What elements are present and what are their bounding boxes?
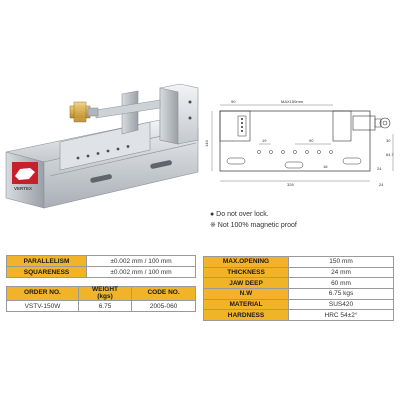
dim-inner-3: 18 bbox=[323, 164, 328, 169]
note-magnetic: ※ Not 100% magnetic proof bbox=[210, 222, 297, 229]
dim-inner-2: 90 bbox=[309, 138, 314, 143]
dimension-drawing: 90 MAX150mm 144 326 24 30 64.7 24 19 90 … bbox=[204, 99, 395, 187]
spec-label: HARDNESS bbox=[203, 309, 289, 322]
logo-text: VERTEX bbox=[14, 186, 32, 191]
spec-value: SUS420 bbox=[288, 298, 394, 311]
dim-top-left: 90 bbox=[231, 99, 236, 104]
spec-label: N.W bbox=[203, 288, 289, 300]
vise-illustration: VERTEX bbox=[5, 83, 199, 209]
table-row: SQUARENESS ±0.002 mm / 100 mm bbox=[6, 266, 196, 278]
spec-value: ±0.002 mm / 100 mm bbox=[86, 255, 196, 267]
usage-notes: ● Do not over lock. ※ Not 100% magnetic … bbox=[210, 209, 297, 231]
product-photo: VERTEX bbox=[0, 80, 205, 230]
technical-drawing: 90 MAX150mm 144 326 24 30 64.7 24 19 90 … bbox=[203, 94, 400, 202]
spec-label: PARALLELISM bbox=[6, 255, 87, 267]
spec-value: 60 mm bbox=[288, 277, 394, 290]
header-code-no: CODE NO. bbox=[131, 286, 196, 301]
spec-value: ±0.002 mm / 100 mm bbox=[86, 266, 196, 278]
dim-bottom-length: 326 bbox=[287, 182, 294, 187]
spec-value: 24 mm bbox=[288, 266, 394, 279]
note-over-lock: ● Do not over lock. bbox=[210, 211, 269, 218]
cell-order-no: VSTV-150W bbox=[6, 300, 79, 312]
dim-bottom-right: 24 bbox=[379, 182, 384, 187]
spec-value: HRC 54±2° bbox=[288, 309, 394, 322]
vertex-logo bbox=[12, 162, 38, 184]
header-weight-line2: (kgs) bbox=[97, 292, 113, 300]
header-weight: WEIGHT (kgs) bbox=[77, 286, 133, 301]
dim-right-a: 30 bbox=[386, 138, 391, 143]
dim-max-opening: MAX150mm bbox=[281, 99, 304, 104]
table-row: HARDNESS HRC 54±2° bbox=[203, 309, 394, 322]
spec-label: JAW DEEP bbox=[203, 277, 289, 290]
spec-label: MAX.OPENING bbox=[203, 256, 289, 268]
spec-label: SQUARENESS bbox=[6, 266, 87, 278]
accuracy-table: PARALLELISM ±0.002 mm / 100 mm SQUARENES… bbox=[6, 255, 196, 278]
dim-height: 144 bbox=[204, 140, 209, 147]
dim-right-c: 64.7 bbox=[386, 152, 395, 157]
dim-right-b: 24 bbox=[377, 166, 382, 171]
spec-value: 150 mm bbox=[288, 256, 394, 268]
cell-code-no: 2005-060 bbox=[131, 300, 196, 312]
dim-inner-1: 19 bbox=[262, 138, 267, 143]
table-row: VSTV-150W 6.75 2005-060 bbox=[6, 300, 196, 312]
table-row: MAX.OPENING 150 mm bbox=[203, 256, 394, 268]
spec-label: THICKNESS bbox=[203, 266, 289, 279]
table-row: N.W 6.75 kgs bbox=[203, 288, 394, 300]
specification-table: MAX.OPENING 150 mm THICKNESS 24 mm JAW D… bbox=[203, 256, 394, 322]
order-table: ORDER NO. WEIGHT (kgs) CODE NO. VSTV-150… bbox=[6, 286, 196, 312]
spec-label: MATERIAL bbox=[203, 298, 289, 311]
table-header-row: ORDER NO. WEIGHT (kgs) CODE NO. bbox=[6, 286, 196, 301]
header-weight-line1: WEIGHT bbox=[92, 286, 119, 293]
table-row: JAW DEEP 60 mm bbox=[203, 277, 394, 290]
cell-weight: 6.75 bbox=[77, 300, 133, 312]
table-row: MATERIAL SUS420 bbox=[203, 298, 394, 311]
spec-value: 6.75 kgs bbox=[288, 288, 394, 300]
header-order-no: ORDER NO. bbox=[6, 286, 79, 301]
table-row: PARALLELISM ±0.002 mm / 100 mm bbox=[6, 255, 196, 267]
table-row: THICKNESS 24 mm bbox=[203, 266, 394, 279]
